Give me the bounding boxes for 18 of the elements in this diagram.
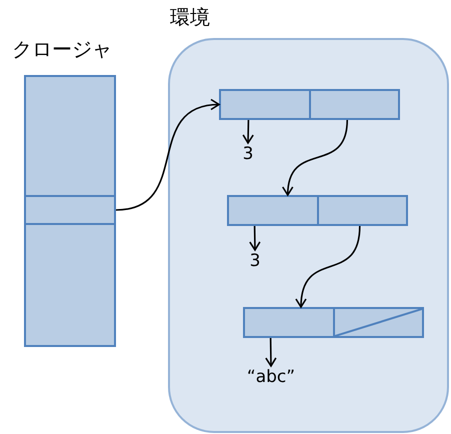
memory-cell [333,307,424,338]
stack-title: クロージャ [12,36,112,62]
environment-title: 環境 [170,4,210,30]
arrow [296,226,361,308]
memory-cell [309,89,400,120]
value-label: “abc” [246,366,296,388]
memory-cell [227,195,319,226]
value-label: 3 [248,250,262,272]
memory-cell [219,89,311,120]
arrow [282,120,348,196]
arrow [249,226,261,251]
arrow [242,120,254,144]
arrow [116,100,220,211]
stack-slot [24,195,116,225]
memory-cell [243,307,335,338]
value-label: 3 [242,143,254,165]
arrow [265,338,277,367]
memory-cell [317,195,408,226]
